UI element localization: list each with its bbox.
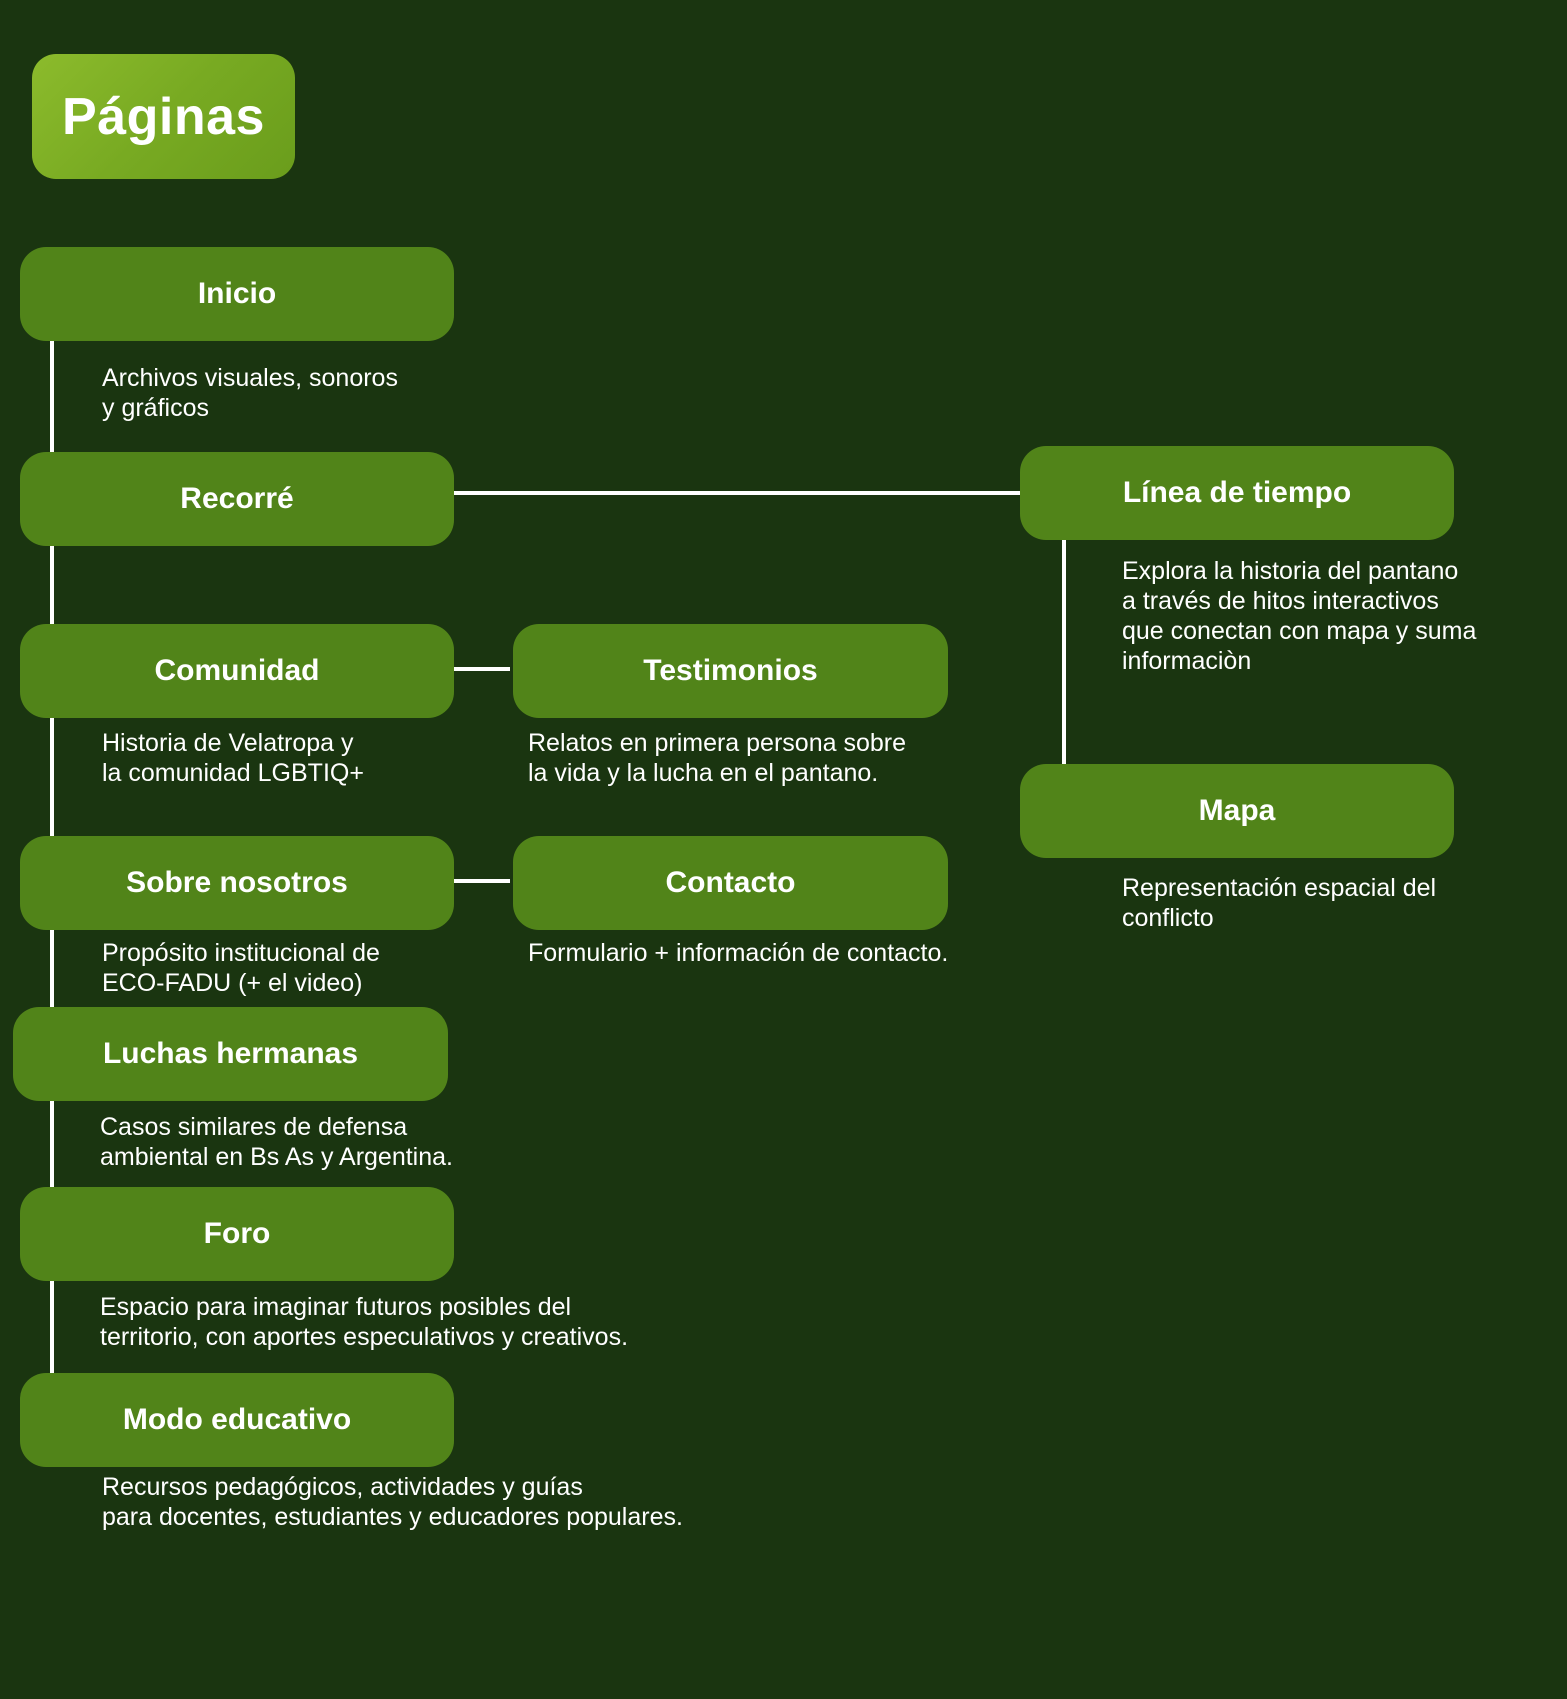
connector-recorre-linea <box>452 491 1020 495</box>
node-sobre-nosotros-description: Propósito institucional de ECO-FADU (+ e… <box>102 939 380 997</box>
node-contacto[interactable]: Contacto <box>513 836 948 930</box>
page-title: Páginas <box>62 87 265 146</box>
node-foro-description: Espacio para imaginar futuros posibles d… <box>100 1293 629 1351</box>
node-recorre-label: Recorré <box>180 482 294 515</box>
node-contacto-description: Formulario + información de contacto. <box>528 939 949 967</box>
node-sobre-nosotros[interactable]: Sobre nosotros <box>20 836 454 930</box>
node-foro-label: Foro <box>203 1217 271 1250</box>
node-luchas-hermanas-label: Luchas hermanas <box>102 1037 359 1070</box>
node-modo-educativo-description: Recursos pedagógicos, actividades y guía… <box>102 1473 683 1531</box>
node-luchas-hermanas[interactable]: Luchas hermanas <box>13 1007 448 1101</box>
node-inicio[interactable]: Inicio <box>20 247 454 341</box>
node-testimonios[interactable]: Testimonios <box>513 624 948 718</box>
node-foro[interactable]: Foro <box>20 1187 454 1281</box>
node-linea-de-tiempo-description: Explora la historia del pantano a través… <box>1122 557 1477 675</box>
node-contacto-label: Contacto <box>665 866 796 899</box>
connector-comunidad-testimonios <box>452 667 510 671</box>
node-mapa-description: Representación espacial del conflicto <box>1122 874 1437 932</box>
node-linea-de-tiempo[interactable]: Línea de tiempo <box>1020 446 1454 540</box>
node-inicio-label: Inicio <box>197 277 277 310</box>
node-modo-educativo[interactable]: Modo educativo <box>20 1373 454 1467</box>
node-recorre[interactable]: Recorré <box>20 452 454 546</box>
node-comunidad-description: Historia de Velatropa y la comunidad LGB… <box>102 729 364 787</box>
node-testimonios-label: Testimonios <box>643 654 818 687</box>
connector-linea-mapa <box>1062 538 1066 766</box>
node-linea-de-tiempo-label: Línea de tiempo <box>1122 476 1352 509</box>
page-title-badge: Páginas <box>32 54 295 179</box>
node-mapa-label: Mapa <box>1198 794 1276 827</box>
connector-sobre-contacto <box>452 879 510 883</box>
node-comunidad[interactable]: Comunidad <box>20 624 454 718</box>
node-modo-educativo-label: Modo educativo <box>122 1403 352 1436</box>
node-comunidad-label: Comunidad <box>154 654 320 687</box>
node-sobre-nosotros-label: Sobre nosotros <box>126 866 348 899</box>
node-luchas-hermanas-description: Casos similares de defensa ambiental en … <box>100 1113 453 1171</box>
node-inicio-description: Archivos visuales, sonoros y gráficos <box>102 364 398 422</box>
node-testimonios-description: Relatos en primera persona sobre la vida… <box>528 729 906 787</box>
node-mapa[interactable]: Mapa <box>1020 764 1454 858</box>
